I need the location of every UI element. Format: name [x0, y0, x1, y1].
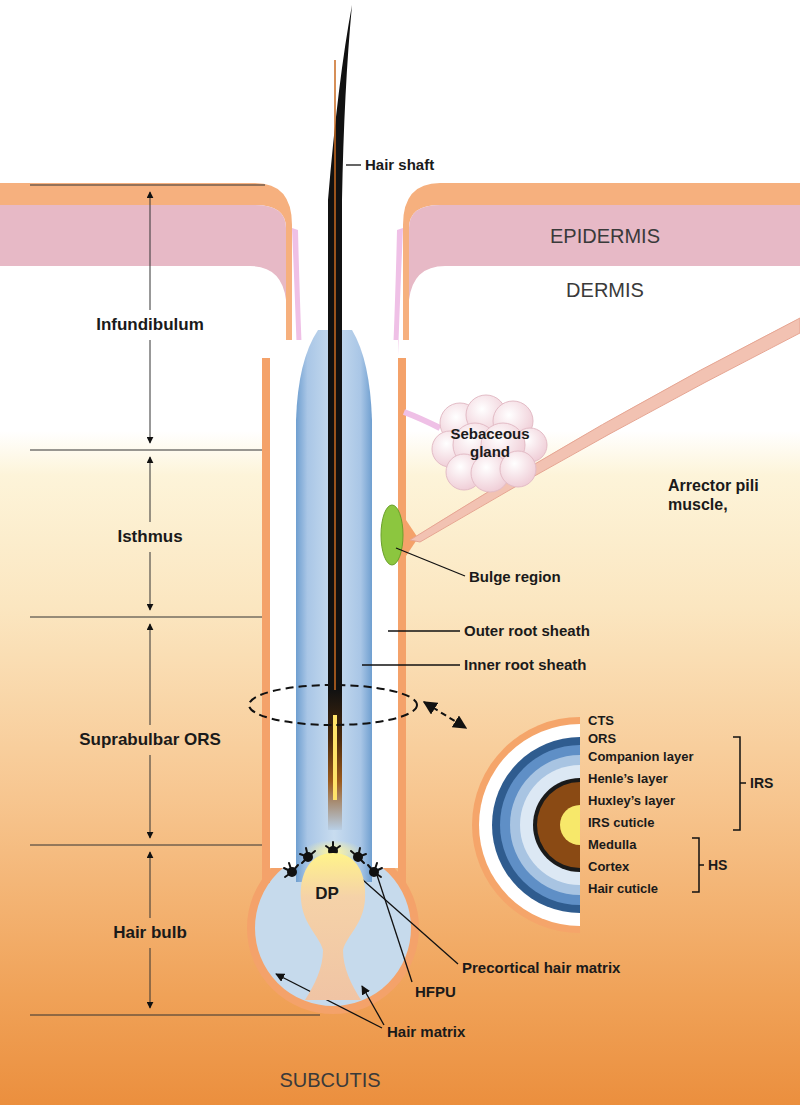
melanocyte-dendrites	[326, 842, 340, 851]
node-label: DP	[297, 884, 357, 904]
ring-label: ORS	[588, 731, 616, 747]
section-pointer	[424, 702, 466, 728]
ring-label: Medulla	[588, 837, 636, 853]
ring-medulla	[560, 805, 580, 845]
melanocyte-dendrites	[284, 863, 298, 877]
leader-line	[376, 872, 412, 982]
structure-label: Outer root sheath	[464, 622, 590, 640]
dimension-arrow	[150, 948, 151, 1008]
structure-label: Hair matrix	[387, 1023, 465, 1041]
ring-label: Companion layer	[588, 749, 693, 765]
dermal-papilla-shape	[301, 853, 365, 1000]
structure-label: Bulge region	[469, 568, 561, 586]
dimension-arrow	[150, 340, 151, 443]
layer-label: SUBCUTIS	[279, 1068, 380, 1092]
dimension-arrow	[150, 852, 151, 918]
region-label: Hair bulb	[113, 923, 187, 943]
medulla	[333, 715, 337, 800]
region-label: Suprabulbar ORS	[79, 730, 221, 750]
epidermis-left	[0, 205, 286, 300]
melanocyte	[368, 863, 382, 877]
dimension-arrow	[150, 755, 151, 838]
leader-line	[346, 164, 361, 165]
leader-line	[396, 548, 465, 576]
structure-label: Arrector pili muscle,	[668, 476, 788, 514]
leader-line	[388, 630, 460, 631]
ring-hair-cuticle	[533, 778, 580, 872]
hair-medulla-line	[334, 60, 336, 700]
ring-ors	[479, 724, 580, 926]
ring-label: IRS cuticle	[588, 815, 654, 831]
ring-companion	[492, 737, 580, 913]
ring-label: Hair cuticle	[588, 881, 658, 897]
hair-bulb	[251, 846, 415, 1010]
section-ring	[249, 685, 417, 725]
sebaceous-gland: Sebaceous gland	[430, 393, 550, 493]
group-label: HS	[708, 857, 727, 874]
connective-tissue-sheath-right	[398, 358, 406, 883]
hair-shaft	[328, 5, 352, 700]
group-label: IRS	[750, 775, 773, 792]
dimension-arrow	[150, 192, 151, 310]
ring-label: Huxley’s layer	[588, 793, 675, 809]
layer-label: DERMIS	[566, 278, 644, 302]
skin-surface-right	[403, 183, 800, 340]
region-label: Infundibulum	[96, 315, 204, 335]
leader-line	[362, 664, 460, 665]
ring-cts	[472, 717, 580, 933]
dimension-arrow	[150, 624, 151, 725]
dimension-line	[30, 185, 265, 186]
layer-label: EPIDERMIS	[550, 224, 660, 248]
irs-bracket	[733, 737, 746, 830]
ring-irs-cuticle	[520, 765, 580, 885]
ring-henle	[500, 745, 580, 905]
dimension-line	[30, 1015, 320, 1016]
structure-label: HFPU	[415, 983, 456, 1001]
dimension-line	[30, 617, 268, 618]
arrector-pili-muscle	[410, 318, 800, 542]
keratinizing-shaft	[328, 690, 342, 830]
region-label: Isthmus	[117, 527, 182, 547]
ring-label: Henle’s layer	[588, 771, 668, 787]
leader-line	[362, 986, 384, 1025]
dimension-arrow	[150, 552, 151, 610]
leader-lines	[276, 165, 465, 1028]
skin-surface-left	[0, 183, 292, 340]
dimension-line	[30, 450, 265, 451]
melanocyte-dendrites	[368, 863, 382, 877]
cross-section	[472, 717, 580, 933]
melanocyte	[284, 863, 298, 877]
bulge-region	[381, 505, 403, 565]
sebaceous-duct	[404, 412, 440, 428]
ring-huxley	[510, 755, 580, 895]
dermal-papilla-outline	[297, 850, 369, 1000]
ring-label: CTS	[588, 713, 614, 729]
connective-tissue-sheath-left	[262, 358, 270, 883]
structure-label: Inner root sheath	[464, 656, 587, 674]
ring-label: Cortex	[588, 859, 629, 875]
dermal-papilla: DP	[297, 850, 369, 1000]
ring-cortex	[537, 782, 580, 868]
node-label: Sebaceous gland	[436, 425, 544, 461]
structure-label: Hair shaft	[365, 156, 434, 174]
structure-label: Precortical hair matrix	[462, 959, 620, 977]
dimension-line	[30, 845, 262, 846]
hs-bracket	[692, 838, 704, 892]
dimension-arrow	[150, 457, 151, 522]
